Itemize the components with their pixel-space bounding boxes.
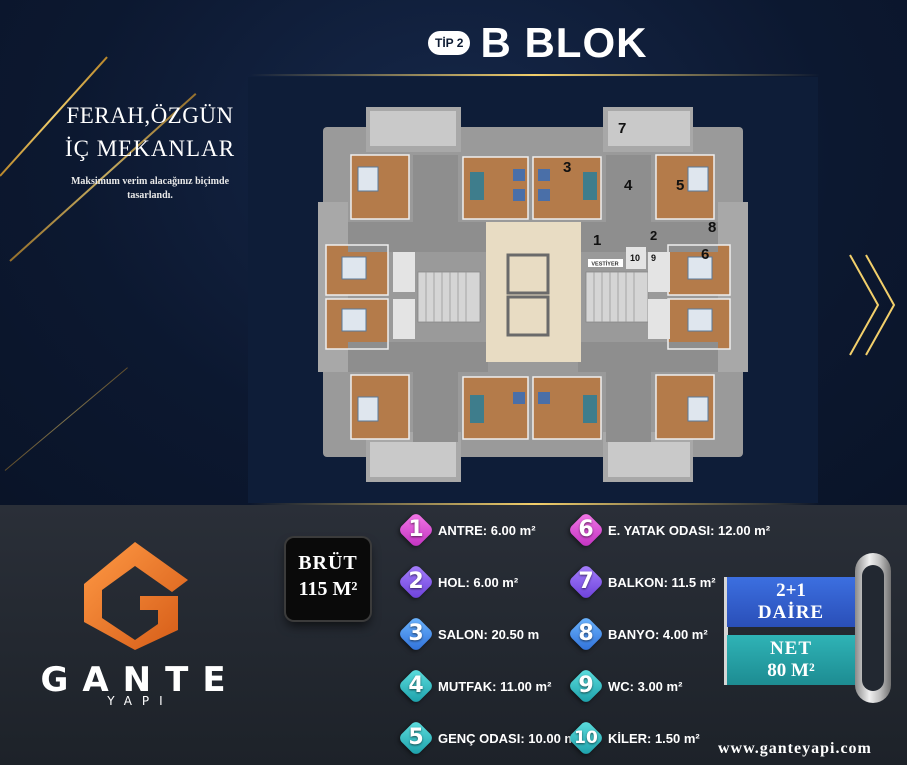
room-label: GENÇ ODASI: 10.00 m² <box>438 730 581 746</box>
gem-icon: 10 <box>567 719 605 757</box>
gem-icon: 7 <box>567 563 605 601</box>
slogan-subtitle: Maksimum verim alacağınız biçimde tasarl… <box>70 176 230 201</box>
room-label: HOL: 6.00 m² <box>438 574 519 590</box>
brand-name: GANTE <box>40 660 240 700</box>
room-item: 2 HOL: 6.00 m² <box>397 562 518 602</box>
room-item: 10 KİLER: 1.50 m² <box>567 718 700 758</box>
room-label: BANYO: 4.00 m² <box>608 626 708 642</box>
capsule-inner <box>862 565 884 691</box>
room-label: SALON: 20.50 m <box>438 626 540 642</box>
room-item: 7 BALKON: 11.5 m² <box>567 562 716 602</box>
net-label: NET <box>769 638 813 659</box>
daire-label: DAİRE <box>757 602 825 623</box>
gem-icon: 9 <box>567 667 605 705</box>
room-label: MUTFAK: 11.00 m² <box>438 678 552 694</box>
plan-label-1: 1 <box>593 232 601 249</box>
room-item: 6 E. YATAK ODASI: 12.00 m² <box>567 510 770 550</box>
plan-label-5: 5 <box>676 177 684 194</box>
room-item: 1 ANTRE: 6.00 m² <box>397 510 536 550</box>
plan-label-2: 2 <box>650 228 657 243</box>
floor-plan: VESTİYER 1 2 3 4 5 6 7 8 9 10 <box>248 77 818 503</box>
tip-badge: TİP 2 <box>428 31 471 55</box>
header-gold-line <box>250 74 820 76</box>
gem-icon: 2 <box>397 563 435 601</box>
panel-side-bar <box>724 577 728 685</box>
room-label: E. YATAK ODASI: 12.00 m² <box>608 522 771 538</box>
room-label: ANTRE: 6.00 m² <box>438 522 536 538</box>
brut-label: BRÜT <box>298 552 358 574</box>
plan-label-10: 10 <box>630 253 640 263</box>
gem-icon: 8 <box>567 615 605 653</box>
brand-subtitle: YAPI <box>107 694 173 708</box>
room-label: BALKON: 11.5 m² <box>608 574 716 590</box>
block-title: B BLOK <box>480 19 648 66</box>
room-item: 3 SALON: 20.50 m <box>397 614 539 654</box>
chevron-right-icon <box>849 254 896 356</box>
plan-label-3: 3 <box>563 159 571 176</box>
plan-label-8: 8 <box>708 219 716 236</box>
gante-logo-icon <box>84 542 188 650</box>
floor-plan-drawing: VESTİYER 1 2 3 4 5 6 7 8 9 10 <box>318 107 748 482</box>
slogan-line1: FERAH,ÖZGÜN <box>66 103 234 128</box>
brut-value: 115 M² <box>298 578 358 600</box>
net-box: NET 80 M² <box>727 635 855 685</box>
vestiyer-label: VESTİYER <box>591 261 618 268</box>
vestiyer-box <box>588 259 623 267</box>
room-label: WC: 3.00 m² <box>608 678 683 694</box>
brut-area-box: BRÜT 115 M² <box>286 538 370 620</box>
gem-icon: 3 <box>397 615 435 653</box>
plan-label-6: 6 <box>701 246 709 263</box>
room-item: 9 WC: 3.00 m² <box>567 666 682 706</box>
room-item: 8 BANYO: 4.00 m² <box>567 614 708 654</box>
gem-icon: 5 <box>397 719 435 757</box>
plan-gold-line <box>250 503 820 505</box>
gem-icon: 4 <box>397 667 435 705</box>
room-label: KİLER: 1.50 m² <box>608 730 700 746</box>
room-item: 5 GENÇ ODASI: 10.00 m² <box>397 718 580 758</box>
plan-label-7: 7 <box>618 120 626 137</box>
net-value: 80 M² <box>767 660 815 681</box>
daire-box: 2+1 DAİRE <box>727 577 855 627</box>
gem-icon: 1 <box>397 511 435 549</box>
gem-icon: 6 <box>567 511 605 549</box>
plan-label-9: 9 <box>651 253 656 263</box>
daire-type: 2+1 <box>776 580 806 601</box>
page-title: TİP 2 B BLOK <box>428 18 647 68</box>
slogan-line2: İÇ MEKANLAR <box>64 136 236 161</box>
plan-label-4: 4 <box>624 177 633 194</box>
room-item: 4 MUTFAK: 11.00 m² <box>397 666 551 706</box>
website-link[interactable]: www.ganteyapi.com <box>718 740 872 757</box>
